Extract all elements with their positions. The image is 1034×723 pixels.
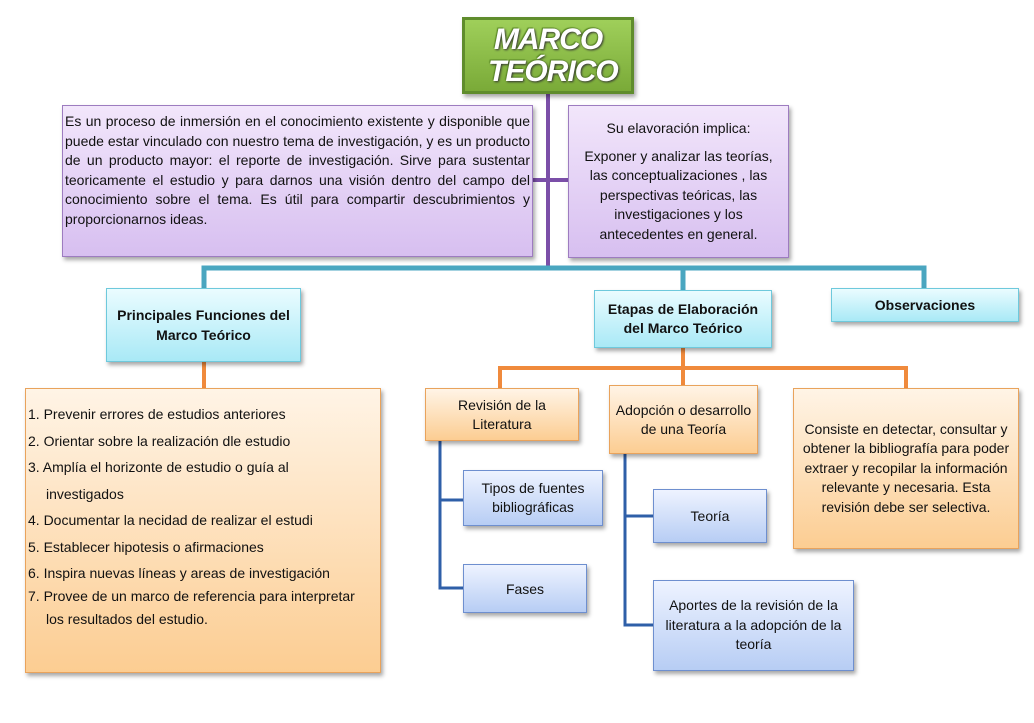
adoption-child-theory-label: Teoría [690,508,730,524]
list-item: 4. Documentar la necidad de realizar el … [28,512,313,528]
review-child-sources-label: Tipos de fuentes bibliográficas [481,480,585,515]
elaboration-heading: Su elavoración implica: [606,120,751,136]
connector-adoption-children [623,454,653,627]
branch-stages-label: Etapas de Elaboración del Marco Teórico [607,301,759,336]
elaboration-box: Su elavoración implica: Exponer y analiz… [568,105,789,258]
stage-adoption-label: Adopción o desarrollo de una Teoría [615,401,752,437]
list-item: 6. Inspira nuevas líneas y areas de inve… [28,565,330,581]
review-description-text: Consiste en detectar, consultar y obtene… [802,420,1010,515]
list-item: 5. Establecer hipotesis o afirmaciones [28,538,264,555]
title-text: MARCO TEÓRICO [488,22,619,88]
definition-box: Es un proceso de inmersión en el conocim… [62,105,533,257]
title-box: MARCO TEÓRICO [462,17,634,94]
list-item: 1. Prevenir errores de estudios anterior… [28,406,286,422]
definition-text: Es un proceso de inmersión en el conocim… [65,113,530,227]
branch-stages: Etapas de Elaboración del Marco Teórico [594,290,772,348]
review-child-phases: Fases [463,564,587,613]
connector-stage-bus [498,366,908,388]
branch-observations: Observaciones [831,288,1019,322]
list-item: 3. Amplía el horizonte de estudio o guía… [28,459,289,475]
elaboration-body: Exponer y analizar las teorías, las conc… [584,147,773,242]
branch-functions: Principales Funciones del Marco Teórico [106,288,301,362]
review-description-box: Consiste en detectar, consultar y obtene… [793,388,1019,549]
stage-review-label: Revisión de la Literatura [458,396,546,432]
adoption-child-contributions-label: Aportes de la revisión de la literatura … [665,597,842,653]
functions-list-box: 1. Prevenir errores de estudios anterior… [25,388,381,673]
adoption-child-theory: Teoría [653,489,767,543]
stage-adoption: Adopción o desarrollo de una Teoría [609,385,758,454]
list-item: 7. Provee de un marco de referencia para… [28,587,355,604]
connector-review-children [438,441,463,590]
list-item: investigados [46,485,124,502]
connector-branch-bus [201,265,927,292]
list-item: 2. Orientar sobre la realización dle est… [28,432,291,449]
review-child-phases-label: Fases [505,580,545,597]
list-item: los resultados del estudio. [46,610,208,627]
adoption-child-contributions: Aportes de la revisión de la literatura … [653,580,854,671]
review-child-sources: Tipos de fuentes bibliográficas [463,470,603,526]
branch-functions-label: Principales Funciones del Marco Teórico [117,307,290,343]
stage-review: Revisión de la Literatura [425,388,579,441]
branch-observations-label: Observaciones [874,297,976,313]
